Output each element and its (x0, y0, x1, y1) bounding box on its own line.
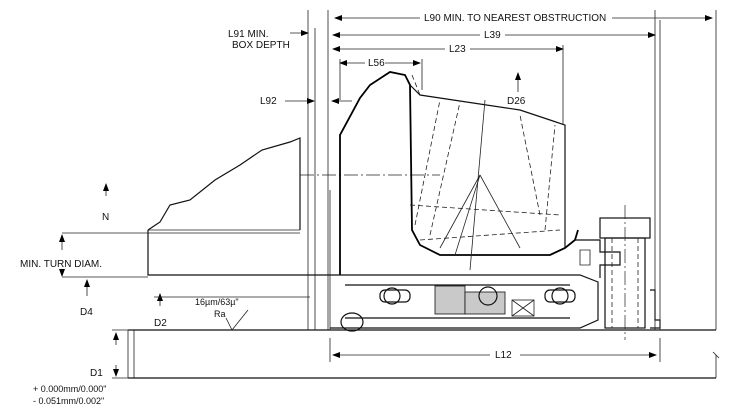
label-n: N (102, 212, 109, 223)
dim-l56 (339, 59, 423, 100)
label-l91-box-depth: BOX DEPTH (232, 40, 290, 51)
label-finish-ra: Ra (214, 309, 226, 319)
dim-d1 (112, 329, 132, 379)
label-d4: D4 (80, 307, 93, 318)
label-d26: D26 (507, 96, 526, 107)
gland-bolt (599, 10, 661, 340)
label-l12: L12 (495, 350, 512, 361)
label-l92: L92 (260, 96, 277, 107)
label-finish-value: 16µm/63µ" (195, 297, 239, 307)
dim-l90 (334, 10, 720, 378)
label-min-turn-diam: MIN. TURN DIAM. (20, 259, 102, 270)
dim-l23 (332, 45, 564, 125)
label-l39: L39 (484, 30, 501, 41)
label-l90: L90 MIN. TO NEAREST OBSTRUCTION (424, 13, 606, 24)
dim-min-turn-diam (59, 232, 300, 278)
shaft-outline (127, 329, 716, 379)
surface-finish-symbol (225, 309, 249, 331)
dim-l12 (329, 338, 661, 362)
label-d1: D1 (90, 368, 103, 379)
label-l91: L91 MIN. (228, 29, 269, 40)
label-tolerance-minus: - 0.051mm/0.002" (33, 396, 104, 406)
hub-body (147, 137, 440, 276)
label-d2: D2 (154, 318, 167, 329)
seal-body (330, 71, 621, 332)
gland-wall (307, 10, 331, 330)
label-tolerance-plus: + 0.000mm/0.000" (33, 384, 107, 394)
label-l23: L23 (449, 44, 466, 55)
dim-d2 (154, 293, 310, 306)
label-l56: L56 (368, 58, 385, 69)
